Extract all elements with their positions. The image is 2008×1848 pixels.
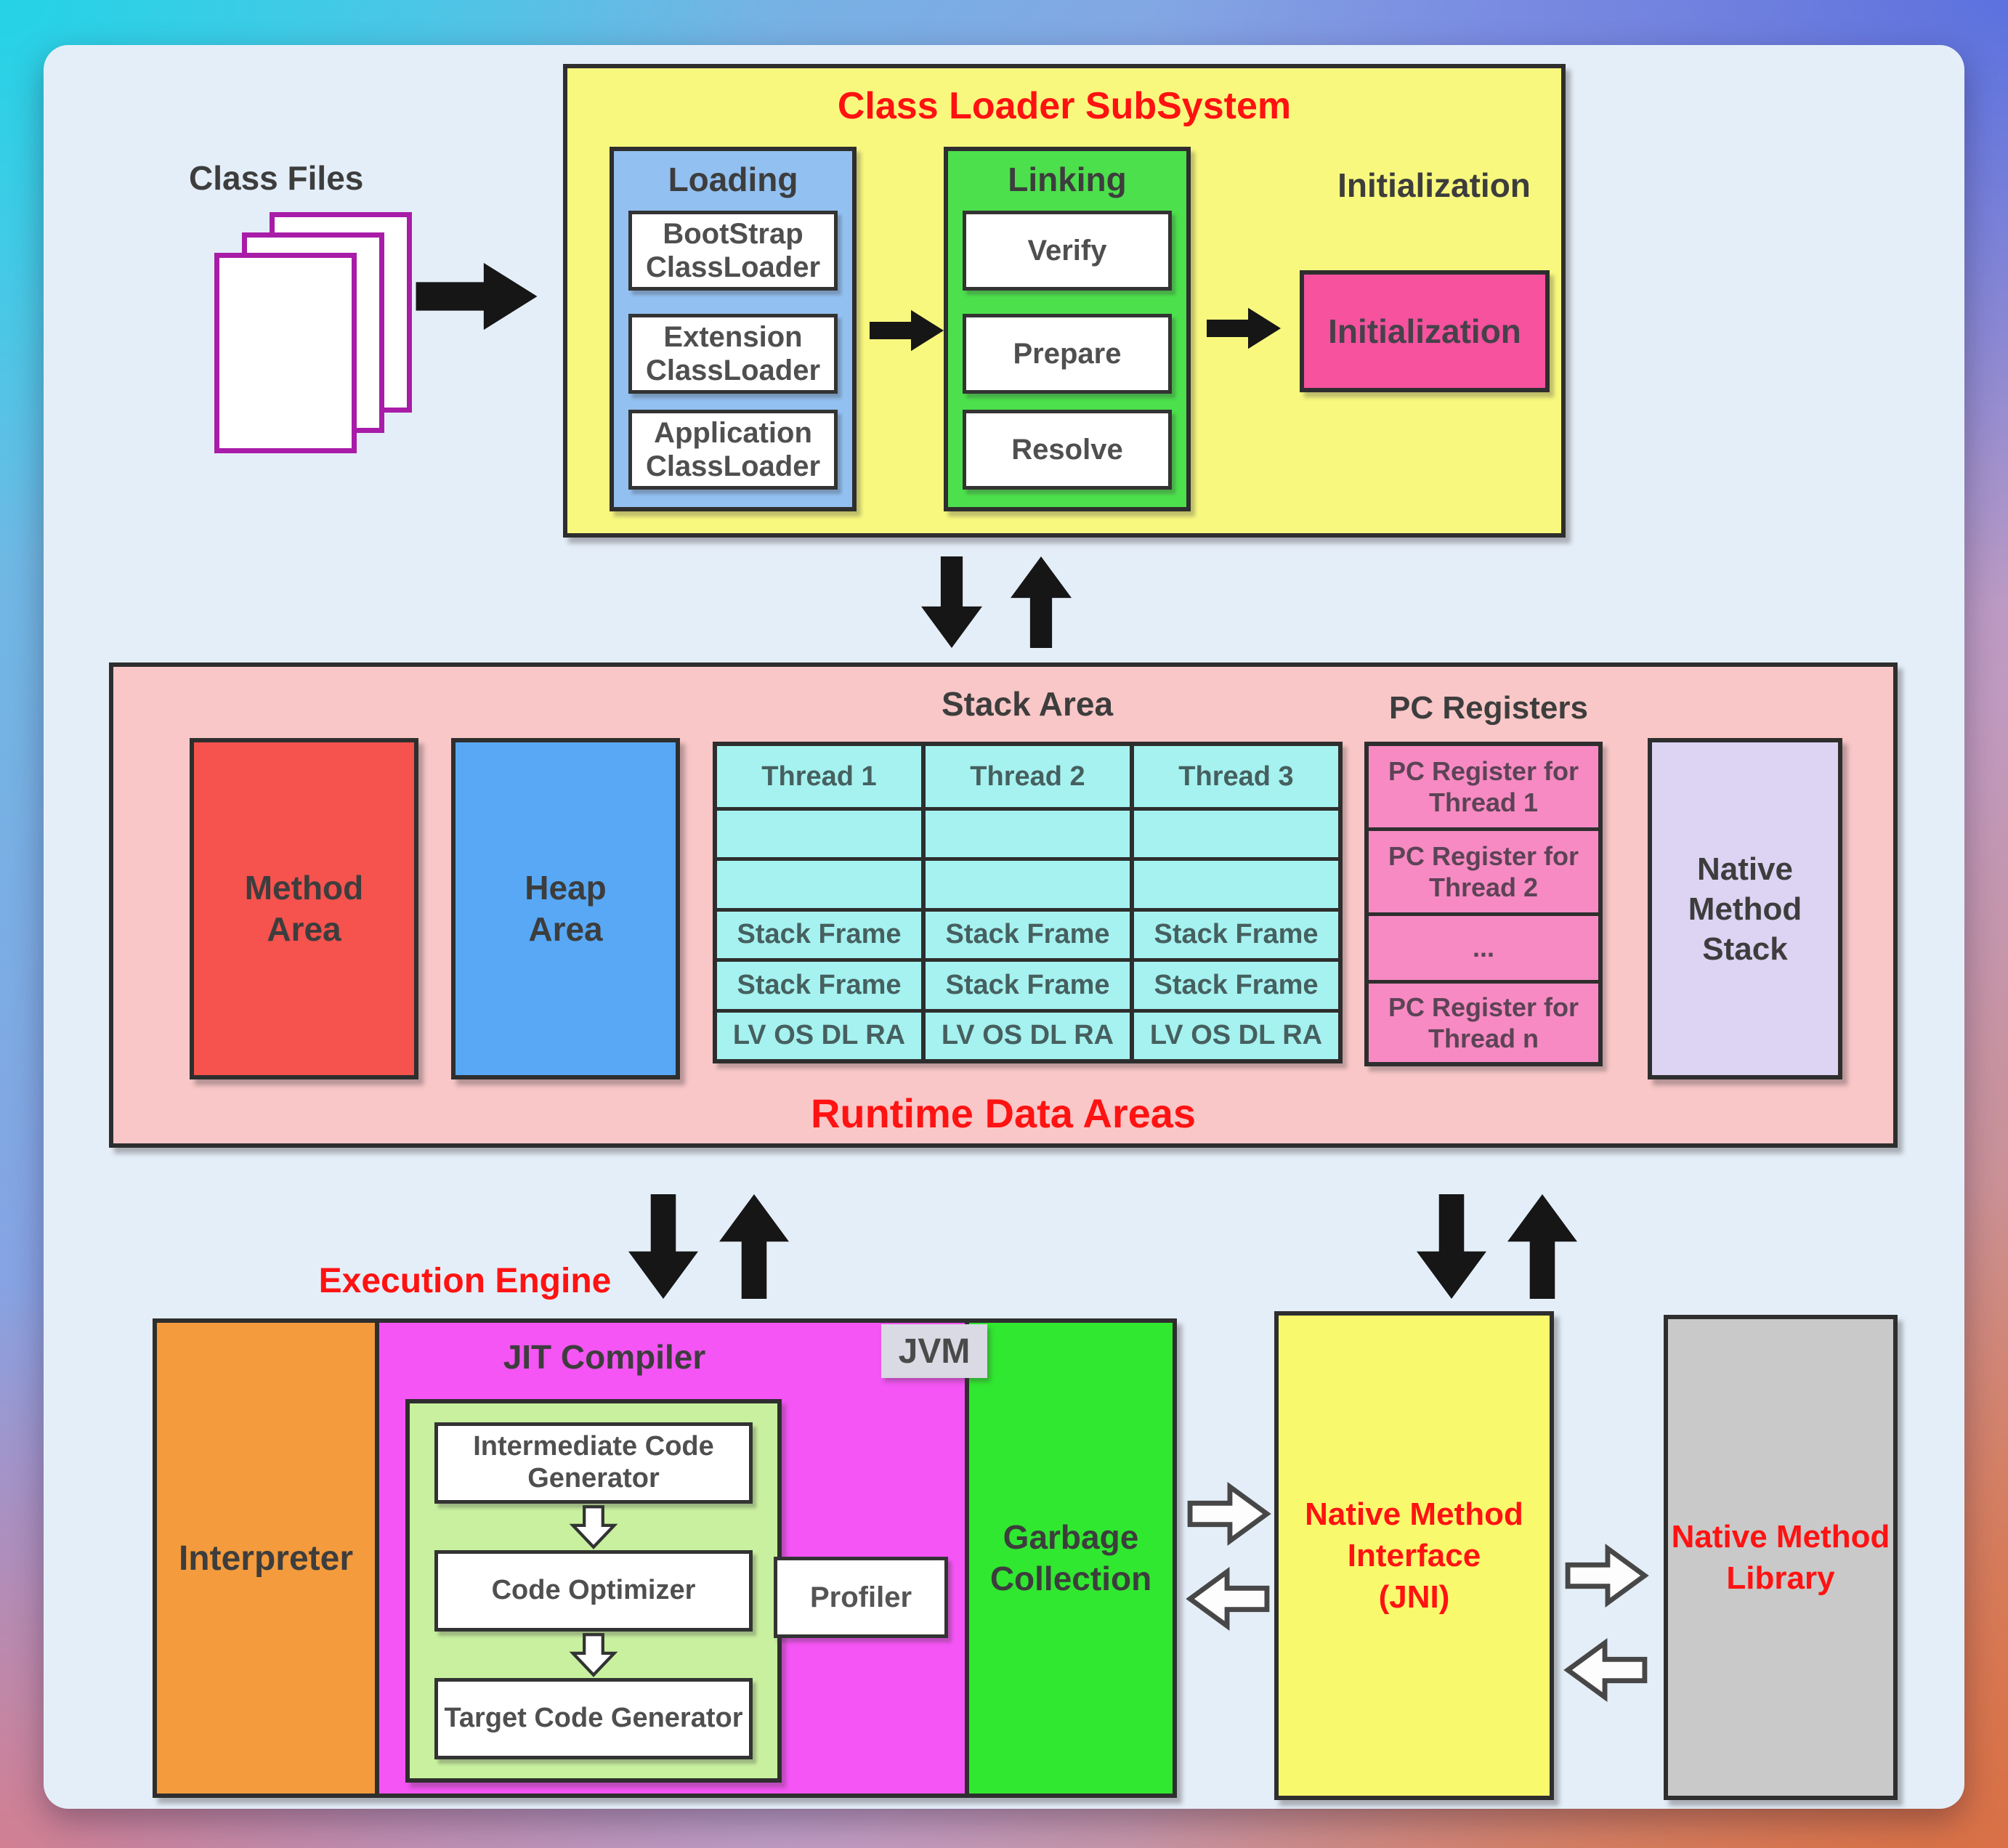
pc-register-thread-n-cell: PC Register for Thread n (1369, 984, 1598, 1062)
thread-header: Thread 2 (926, 746, 1130, 807)
application-classloader-box: Application ClassLoader (628, 410, 838, 490)
thread-1-column: Thread 1 Stack Frame Stack Frame LV OS D… (717, 746, 921, 1059)
jvm-architecture-panel: Class Files Class Loader SubSystem Loadi… (44, 45, 1964, 1809)
method-area-box: Method Area (190, 738, 418, 1079)
class-loader-subsystem: Class Loader SubSystem Loading BootStrap… (563, 64, 1566, 538)
pc-registers-table: PC Register for Thread 1 PC Register for… (1364, 742, 1603, 1066)
pipeline-down-arrow-icon (569, 1633, 618, 1677)
stack-frame-cell: Stack Frame (1134, 911, 1338, 959)
stack-frame-cell: Stack Frame (1134, 962, 1338, 1009)
native-method-interface-box: Native Method Interface (JNI) (1274, 1311, 1554, 1800)
pc-register-ellipsis-cell: ... (1369, 916, 1598, 980)
arrow-runtime-to-execution-down-icon (628, 1194, 698, 1299)
loading-title: Loading (668, 161, 798, 198)
pc-registers-title: PC Registers (1389, 690, 1588, 726)
thread-header: Thread 3 (1134, 746, 1338, 807)
target-code-generator-box: Target Code Generator (434, 1678, 753, 1759)
stack-frame-cell: Stack Frame (717, 911, 921, 959)
pipeline-down-arrow-icon (569, 1505, 618, 1549)
jit-compiler-section: JIT Compiler Intermediate Code Generator… (379, 1323, 965, 1794)
loading-section: Loading BootStrap ClassLoader Extension … (610, 147, 857, 511)
arrow-jni-to-execution-left-icon (1186, 1567, 1270, 1631)
stack-cell-empty (1134, 861, 1338, 908)
class-file-page-front (214, 253, 357, 453)
pc-register-thread-1-cell: PC Register for Thread 1 (1369, 746, 1598, 827)
code-optimizer-box: Code Optimizer (434, 1550, 753, 1632)
stack-area-table: Thread 1 Stack Frame Stack Frame LV OS D… (713, 742, 1343, 1063)
thread-header: Thread 1 (717, 746, 921, 807)
garbage-collection-box: Garbage Collection (965, 1323, 1173, 1794)
jvm-badge: JVM (881, 1324, 987, 1378)
jit-compiler-title: JIT Compiler (503, 1338, 706, 1376)
arrow-loading-to-linking-icon (870, 309, 944, 352)
stack-frame-cell: Stack Frame (926, 962, 1130, 1009)
profiler-box: Profiler (774, 1557, 948, 1638)
extension-classloader-box: Extension ClassLoader (628, 314, 838, 394)
class-files-label: Class Files (189, 159, 364, 197)
runtime-data-areas-caption: Runtime Data Areas (810, 1090, 1197, 1136)
class-files-icon (214, 212, 412, 453)
pc-register-thread-2-cell: PC Register for Thread 2 (1369, 831, 1598, 912)
jit-pipeline-box: Intermediate Code Generator Code Optimiz… (405, 1399, 782, 1783)
stack-frame-cell: Stack Frame (926, 911, 1130, 959)
execution-engine: Interpreter JIT Compiler Intermediate Co… (153, 1318, 1177, 1798)
initialization-box: Initialization (1300, 270, 1550, 392)
stack-frame-cell: Stack Frame (717, 962, 921, 1009)
class-loader-title: Class Loader SubSystem (837, 85, 1292, 127)
arrow-classfiles-to-classloader-icon (416, 262, 538, 331)
lv-os-dl-ra-cell: LV OS DL RA (926, 1012, 1130, 1059)
lv-os-dl-ra-cell: LV OS DL RA (1134, 1012, 1338, 1059)
stack-cell-empty (926, 861, 1130, 908)
stack-cell-empty (717, 811, 921, 858)
thread-3-column: Thread 3 Stack Frame Stack Frame LV OS D… (1134, 746, 1338, 1059)
arrow-runtime-to-jni-down-icon (1417, 1194, 1486, 1299)
stack-cell-empty (926, 811, 1130, 858)
native-method-stack-box: Native Method Stack (1648, 738, 1842, 1079)
linking-title: Linking (1008, 161, 1127, 198)
arrow-runtime-to-classloader-up-icon (1011, 556, 1072, 648)
intermediate-code-generator-box: Intermediate Code Generator (434, 1422, 753, 1504)
arrow-library-to-jni-left-icon (1563, 1638, 1648, 1702)
arrow-jni-to-library-right-icon (1565, 1544, 1649, 1608)
execution-engine-label: Execution Engine (318, 1262, 612, 1300)
bootstrap-classloader-box: BootStrap ClassLoader (628, 211, 838, 291)
stack-area-title: Stack Area (941, 685, 1114, 723)
verify-box: Verify (963, 211, 1172, 291)
arrow-classloader-to-runtime-down-icon (921, 556, 982, 648)
initialization-heading: Initialization (1337, 166, 1531, 204)
prepare-box: Prepare (963, 314, 1172, 394)
arrow-jni-to-runtime-up-icon (1507, 1194, 1577, 1299)
interpreter-box: Interpreter (157, 1323, 379, 1794)
stack-cell-empty (717, 861, 921, 908)
thread-2-column: Thread 2 Stack Frame Stack Frame LV OS D… (926, 746, 1130, 1059)
linking-section: Linking Verify Prepare Resolve (944, 147, 1191, 511)
stack-cell-empty (1134, 811, 1338, 858)
resolve-box: Resolve (963, 410, 1172, 490)
arrow-execution-to-runtime-up-icon (719, 1194, 789, 1299)
lv-os-dl-ra-cell: LV OS DL RA (717, 1012, 921, 1059)
arrow-execution-to-jni-right-icon (1187, 1482, 1271, 1546)
heap-area-box: Heap Area (451, 738, 680, 1079)
native-method-library-box: Native Method Library (1664, 1315, 1898, 1800)
runtime-data-areas: Stack Area PC Registers Method Area Heap… (109, 662, 1898, 1148)
arrow-linking-to-initialization-icon (1207, 307, 1281, 349)
